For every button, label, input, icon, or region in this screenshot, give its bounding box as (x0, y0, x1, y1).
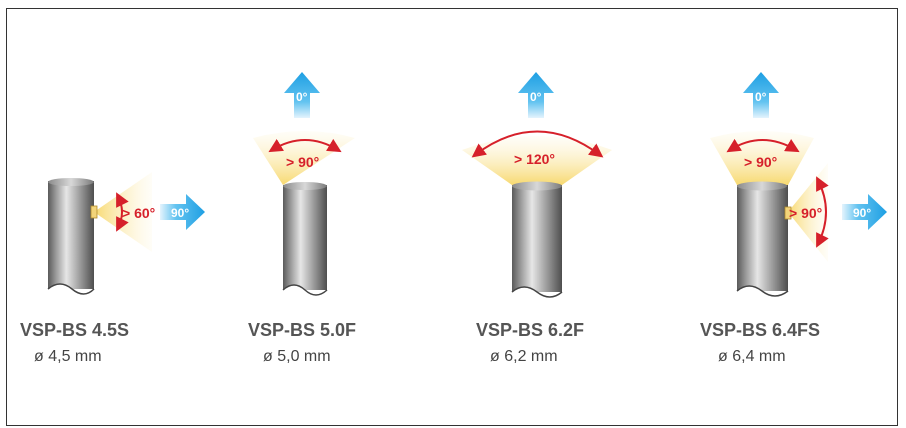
angle-label-4-front: > 90° (744, 154, 777, 170)
product-diameter-3: ø 6,2 mm (490, 348, 558, 365)
angle-arc-3 (471, 130, 604, 158)
tube-4 (737, 185, 788, 291)
tube-1 (48, 181, 94, 289)
probe-2: > 90° 0° (253, 72, 355, 296)
tube-bottom-1 (47, 283, 95, 295)
product-name-2: VSP-BS 5.0F (248, 320, 357, 340)
arrow-label-3: 0° (530, 90, 542, 104)
tube-top-2 (283, 182, 327, 190)
lens-4 (784, 206, 792, 220)
arrow-label-2: 0° (296, 90, 308, 104)
tube-top-3 (512, 181, 562, 191)
arrow-label-4-side: 90° (853, 206, 871, 220)
arrow-label-4-front: 0° (755, 90, 767, 104)
arrow-1 (160, 194, 205, 230)
product-name-3: VSP-BS 6.2F (476, 320, 585, 340)
tube-bottom-3 (511, 286, 563, 298)
product-name-1: VSP-BS 4.5S (20, 320, 130, 340)
tube-bottom-2 (282, 284, 328, 296)
probe-3: > 120° 0° (462, 72, 612, 298)
angle-label-3: > 120° (514, 151, 555, 167)
angle-arc-2 (268, 138, 342, 153)
arrow-3 (518, 72, 554, 118)
arrow-4-front (743, 72, 779, 118)
lens-1 (90, 205, 98, 219)
probe-1: > 60° 90° (47, 172, 205, 295)
tube-top-4 (737, 181, 787, 191)
tube-3 (512, 185, 562, 292)
probe-4: > 90° > 90° 0° 90° (710, 72, 887, 297)
angle-arc-4-front (726, 138, 800, 153)
tube-top-1 (48, 178, 94, 186)
tube-2 (283, 185, 327, 290)
arrow-label-1: 90° (171, 206, 189, 220)
angle-label-4-side: > 90° (789, 205, 822, 221)
angle-arc-1 (116, 192, 129, 232)
angle-label-2: > 90° (286, 154, 319, 170)
arrow-4-side (842, 194, 887, 230)
arrow-2 (284, 72, 320, 118)
product-diameter-1: ø 4,5 mm (34, 348, 102, 365)
angle-arc-4-side (816, 176, 829, 248)
angle-label-1: > 60° (122, 205, 155, 221)
product-diameter-4: ø 6,4 mm (718, 348, 786, 365)
tube-bottom-4 (736, 285, 789, 297)
product-name-4: VSP-BS 6.4FS (700, 320, 821, 340)
product-diameter-2: ø 5,0 mm (263, 348, 331, 365)
